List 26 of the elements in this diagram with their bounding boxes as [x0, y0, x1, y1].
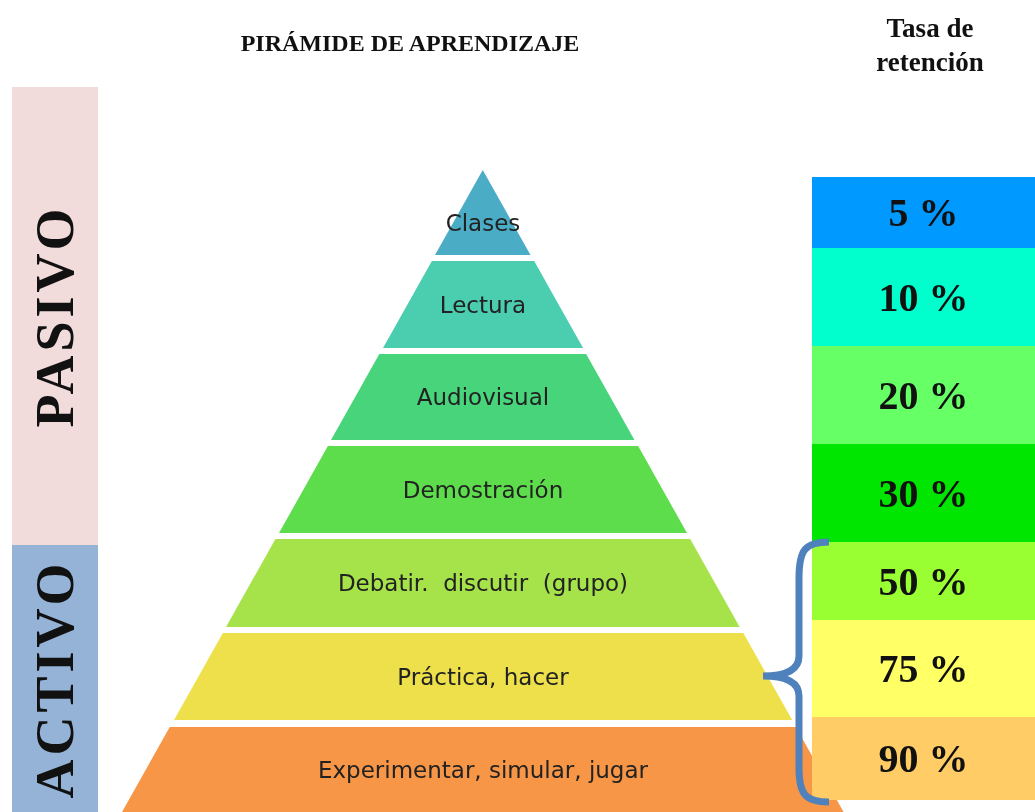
rate-cell — [812, 620, 1035, 717]
layer-label: Debatir. discutir (grupo) — [337, 570, 629, 596]
rate-cell — [812, 717, 1035, 800]
rate-value: 5 % — [888, 189, 959, 236]
rate-value: 20 % — [878, 371, 969, 419]
side-band — [12, 545, 98, 812]
rate-cell — [812, 248, 1035, 346]
layer-label: Experimentar, simular, jugar — [317, 756, 649, 783]
band-label: ACTIVO — [24, 559, 86, 798]
rate-value: 10 % — [878, 273, 969, 321]
rate-value: 90 % — [878, 735, 969, 782]
band-label: PASIVO — [24, 204, 86, 428]
rate-cell — [812, 177, 1035, 248]
rate-cell — [812, 346, 1035, 444]
layer-label: Demostración — [402, 476, 564, 503]
rate-cell — [812, 444, 1035, 542]
rate-cell — [812, 542, 1035, 620]
rate-value: 75 % — [878, 645, 969, 692]
layer-label: Audiovisual — [416, 384, 550, 410]
side-band — [12, 87, 98, 545]
column-heading: Tasa de retención — [875, 12, 985, 79]
rate-value: 50 % — [878, 557, 969, 605]
title: PIRÁMIDE DE APRENDIZAJE — [239, 30, 581, 57]
layer-label: Lectura — [439, 291, 527, 318]
rate-value: 30 % — [878, 469, 969, 517]
layer-label: Práctica, hacer — [397, 663, 569, 690]
